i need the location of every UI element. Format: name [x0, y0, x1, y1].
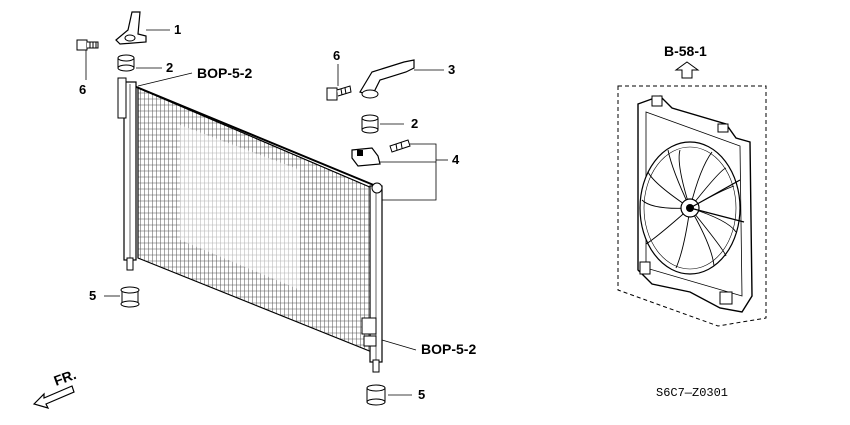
diagram-code: S6C7—Z0301: [656, 386, 728, 400]
callout-5a: 5: [89, 288, 96, 303]
condenser: [117, 77, 383, 373]
callout-2b: 2: [411, 116, 418, 131]
callout-2a: 2: [166, 60, 173, 75]
fan-reference-label: B-58-1: [664, 43, 707, 59]
bracket-part-3: [359, 59, 415, 99]
bolt-part-6a: [76, 39, 99, 51]
bolt-part-6b: [326, 85, 352, 101]
cushion-part-5b: [366, 384, 386, 406]
front-direction-arrow-icon: FR.: [32, 366, 79, 409]
callout-1: 1: [174, 22, 181, 37]
cushion-part-2a: [117, 54, 135, 72]
callout-4: 4: [452, 152, 460, 167]
leader-lines: [85, 29, 448, 396]
callout-6a: 6: [79, 82, 86, 97]
cushion-part-5a: [120, 286, 140, 308]
callout-5b: 5: [418, 387, 425, 402]
fan-dashed-outline: [617, 85, 767, 327]
cushion-part-2b: [361, 114, 379, 134]
bop-reference-bottom: BOP-5-2: [421, 341, 476, 357]
front-label: FR.: [52, 366, 79, 389]
callout-6b: 6: [333, 48, 340, 63]
fan-reference: B-58-1: [664, 43, 707, 79]
fan-icon: [639, 141, 745, 275]
callout-3: 3: [448, 62, 455, 77]
bracket-part-1: [115, 11, 147, 45]
up-arrow-icon: [674, 61, 700, 79]
bop-reference-top: BOP-5-2: [197, 65, 252, 81]
clamp-part-4: [351, 139, 411, 167]
